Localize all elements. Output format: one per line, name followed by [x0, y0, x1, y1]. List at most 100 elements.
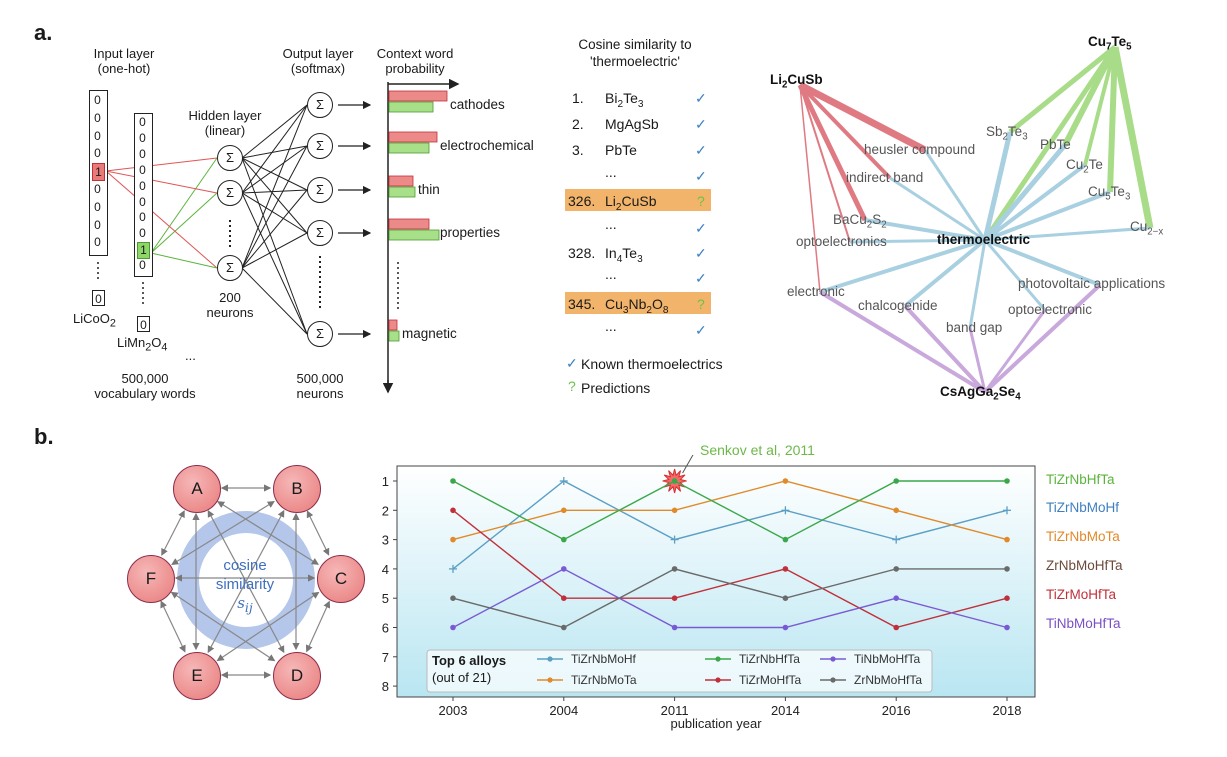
point-TiZrNbHfTa: [782, 536, 789, 543]
network-edge: [798, 83, 892, 180]
edge-hidden: [241, 157, 308, 191]
edge-hidden: [241, 157, 308, 234]
alloy-label-TiZrNbHfTa: TiZrNbHfTa: [1046, 472, 1115, 487]
hidden-caption-1: 200: [219, 290, 241, 305]
input-layer-title-1: Input layer: [93, 46, 155, 61]
formula-part: 2: [617, 98, 624, 110]
edge-red: [105, 170, 218, 269]
list-formula: Li2CuSb: [605, 193, 657, 213]
x-tick-label: 2003: [439, 703, 468, 718]
network-label-thermoelectric: thermoelectric: [937, 232, 1031, 247]
list-formula: Cu3Nb2O8: [605, 296, 669, 316]
x-axis-label: publication year: [670, 716, 762, 731]
formula-part: Se: [998, 384, 1016, 399]
edge-hidden: [241, 145, 308, 159]
formula-part: Cu: [1088, 34, 1106, 49]
limn2o4-label: LiMn2O4: [117, 335, 167, 354]
list-ellipsis: ...: [605, 164, 617, 180]
formula-part: CuSb: [787, 72, 823, 87]
edge-red: [105, 170, 218, 194]
graph-edge: [306, 510, 330, 556]
edge-hidden: [241, 189, 308, 194]
cosine-title-1: Cosine similarity to: [578, 37, 692, 52]
list-ellipsis: ...: [605, 266, 617, 282]
network-edge: [982, 45, 1118, 242]
series-line-TiZrNbHfTa: [452, 480, 1007, 541]
network-edge: [849, 238, 986, 244]
input-cell: 0: [139, 130, 146, 145]
vocab-caption-2: vocabulary words: [94, 386, 196, 401]
network-edge: [982, 131, 1013, 241]
formula-part: Cu: [1066, 157, 1084, 172]
check-icon: ✓: [695, 116, 707, 132]
network-edge: [984, 226, 1151, 242]
network-edge: [798, 81, 927, 154]
point-TiZrMoHfTa: [893, 624, 899, 631]
formula-part: PbTe: [605, 142, 637, 158]
bar-green: [388, 229, 440, 241]
point-TiNbMoHfTa: [782, 624, 789, 631]
licoo2-main: LiCoO: [73, 311, 110, 326]
cosine-sim-s: s: [237, 594, 245, 612]
graph-node-b: B: [273, 465, 321, 513]
check-icon: ✓: [695, 90, 707, 106]
edge-green: [150, 252, 218, 269]
list-ellipsis: ...: [605, 318, 617, 334]
network-label-electronic: electronic: [787, 284, 845, 299]
list-rank: 326.: [568, 193, 596, 209]
panel-a-label: a.: [34, 20, 53, 45]
graph-node-d: D: [273, 652, 321, 700]
formula-part: Te: [622, 245, 638, 261]
network-edge: [903, 238, 987, 308]
point-ZrNbMoHfTa: [671, 566, 678, 572]
bar-red: [388, 90, 448, 102]
network-edge: [889, 176, 986, 242]
legend-marker-ZrNbMoHfTa: [830, 677, 836, 683]
network-label-optoelectronic: optoelectronic: [1008, 302, 1093, 317]
edge-hidden: [241, 104, 308, 159]
list-formula: In4Te3: [605, 245, 643, 265]
hidden-caption-2: neurons: [206, 305, 254, 320]
x-tick-label: 2004: [549, 703, 578, 718]
sigma-neuron: Σ: [217, 145, 243, 171]
panel-b-label: b.: [34, 424, 54, 449]
input-cell: 0: [139, 178, 146, 193]
input-cell: 0: [94, 217, 101, 232]
edge-red: [105, 157, 218, 172]
formula-part: 2: [1002, 131, 1008, 143]
network-edge: [968, 327, 987, 393]
formula-part: 3: [637, 98, 644, 110]
input-cell: 0: [94, 235, 101, 250]
legend-marker-TiZrMoHfTa: [715, 677, 721, 683]
point-TiZrNbMoTa: [782, 478, 789, 484]
formula-part: S: [872, 212, 882, 227]
bar-red: [388, 131, 438, 143]
formula-part: 7: [1106, 41, 1112, 53]
neural-net-diagram: [97, 78, 460, 394]
point-ZrNbMoHfTa: [1004, 566, 1010, 572]
list-formula: MgAgSb: [605, 116, 659, 132]
y-tick-label: 7: [382, 650, 389, 665]
context-word: magnetic: [402, 326, 457, 341]
network-edge: [983, 283, 1102, 394]
point-ZrNbMoHfTa: [782, 595, 789, 601]
formula-part: 5: [1105, 191, 1111, 203]
formula-part: Te: [1088, 157, 1103, 172]
point-ZrNbMoHfTa: [450, 595, 456, 601]
point-TiZrNbMoTa: [450, 536, 456, 543]
point-TiNbMoHfTa: [561, 566, 567, 572]
top6-sub: (out of 21): [432, 670, 492, 685]
context-word: thin: [418, 182, 440, 197]
input-cell: 1: [92, 163, 105, 182]
edge-hidden: [241, 104, 308, 269]
edge-green: [150, 192, 218, 254]
formula-part: 4: [1015, 391, 1021, 403]
output-layer-title-2: (softmax): [290, 61, 346, 76]
network-label-cu5te3: Cu5Te3: [1088, 184, 1130, 203]
y-tick-label: 4: [382, 562, 389, 577]
input-cell: 0: [139, 115, 146, 129]
network-edge: [983, 163, 1087, 242]
input-vector-2: [134, 113, 153, 277]
point-TiZrNbMoTa: [1004, 536, 1010, 543]
legend-label-TiZrMoHfTa: TiZrMoHfTa: [739, 673, 802, 687]
